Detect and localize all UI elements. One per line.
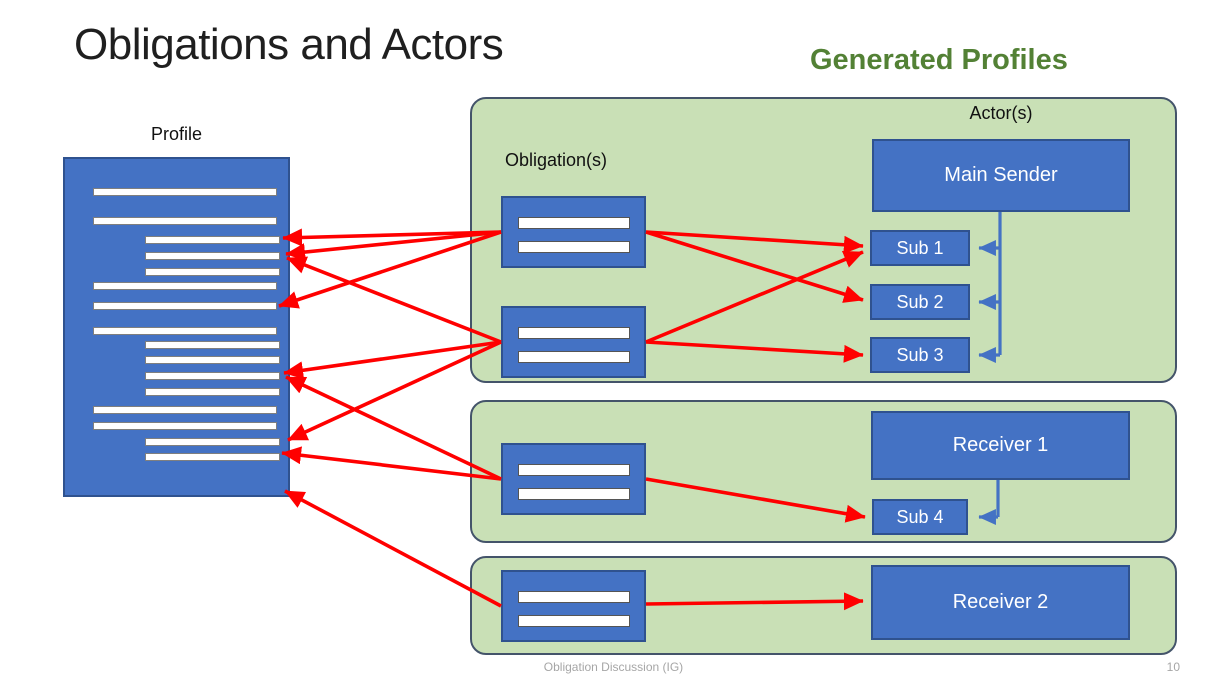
connector-obligation-1-to-profile-line-4	[285, 230, 502, 262]
obligation-line	[518, 241, 630, 253]
connector-obligation-3-to-profile-line-11	[285, 375, 502, 481]
page-number: 10	[1166, 660, 1180, 674]
profile-text-line	[145, 252, 280, 260]
obligation-box-1	[501, 196, 646, 268]
profile-text-line	[145, 356, 280, 364]
profile-text-line	[145, 388, 280, 396]
profile-label: Profile	[150, 124, 203, 144]
actors-label: Actor(s)	[969, 103, 1033, 123]
obligation-line	[518, 615, 630, 627]
profile-text-line	[93, 282, 277, 290]
profile-text-line	[145, 341, 280, 349]
connector-obligation-4-to-profile-bottom	[284, 489, 502, 608]
profile-text-line	[145, 453, 280, 461]
slide-title: Obligations and Actors	[74, 20, 504, 69]
obligation-line	[518, 488, 630, 500]
profile-text-line	[93, 188, 277, 196]
obligations-label: Obligation(s)	[505, 150, 608, 170]
receiver-1-box: Receiver 1	[871, 411, 1130, 480]
obligation-line	[518, 327, 630, 339]
profile-text-line	[93, 302, 277, 310]
connector-obligation-2-to-profile-line-4	[286, 256, 502, 344]
connector-obligation-1-to-profile-line-3	[282, 228, 502, 247]
profile-text-line	[93, 422, 277, 430]
profile-document-box	[63, 157, 290, 497]
main-sender-box: Main Sender	[872, 139, 1130, 212]
obligation-line	[518, 217, 630, 229]
profile-text-line	[145, 438, 280, 446]
footer-text: Obligation Discussion (IG)	[543, 660, 684, 674]
sub-3-box: Sub 3	[870, 337, 970, 373]
profile-text-line	[145, 268, 280, 276]
connector-obligation-1-to-profile-line-7	[278, 230, 502, 309]
sub-1-box: Sub 1	[870, 230, 970, 266]
sub-2-box: Sub 2	[870, 284, 970, 320]
obligation-line	[518, 591, 630, 603]
profile-text-line	[93, 406, 277, 414]
obligation-box-4	[501, 570, 646, 642]
sub-4-box: Sub 4	[872, 499, 968, 535]
obligation-line	[518, 464, 630, 476]
profile-text-line	[145, 236, 280, 244]
obligation-box-2	[501, 306, 646, 378]
generated-profiles-heading: Generated Profiles	[810, 44, 1068, 76]
connector-obligation-3-to-profile-line-16	[281, 446, 502, 481]
obligation-line	[518, 351, 630, 363]
obligation-box-3	[501, 443, 646, 515]
profile-text-line	[145, 372, 280, 380]
connector-obligation-2-to-profile-line-11	[283, 340, 502, 380]
profile-text-line	[93, 217, 277, 225]
receiver-2-box: Receiver 2	[871, 565, 1130, 640]
profile-text-line	[93, 327, 277, 335]
